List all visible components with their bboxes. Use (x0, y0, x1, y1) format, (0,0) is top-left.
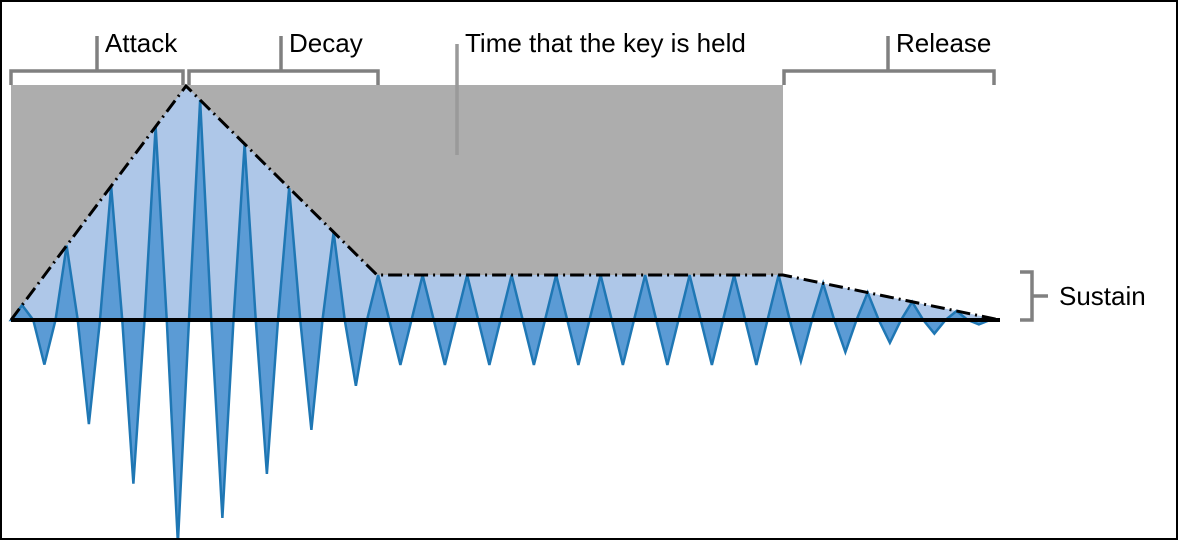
release-label: Release (896, 28, 991, 58)
bracket-decay-shape (187, 69, 380, 85)
decay-label: Decay (289, 28, 363, 58)
key-held-label: Time that the key is held (465, 28, 746, 58)
bracket-attack: Attack (9, 28, 185, 85)
bracket-sustain: Sustain (1020, 270, 1146, 322)
envelope-outline (9, 83, 1001, 322)
envelope-fill (11, 86, 1000, 320)
bracket-decay: Decay (187, 28, 380, 85)
oscillator-waveform (8, 99, 991, 538)
bracket-key-held: Time that the key is held (455, 28, 746, 155)
attack-label: Attack (105, 28, 178, 58)
bracket-release: Release (782, 28, 996, 85)
sustain-label: Sustain (1059, 281, 1146, 311)
